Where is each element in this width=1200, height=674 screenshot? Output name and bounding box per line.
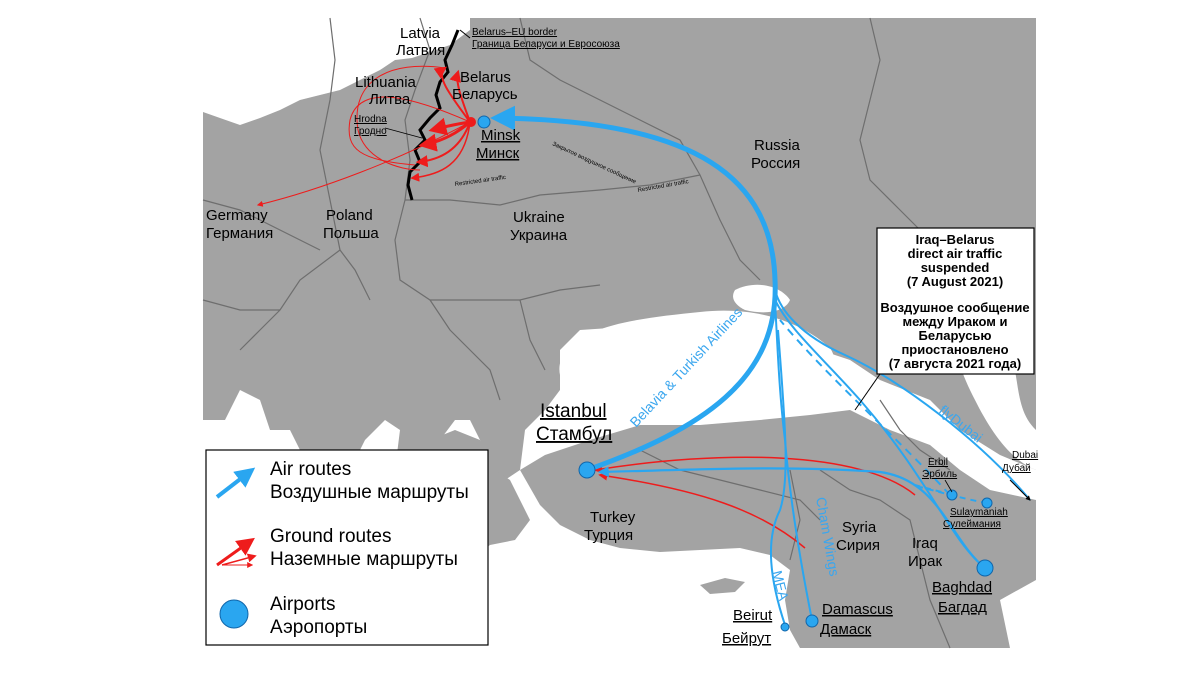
label-hrodna-en: Hrodna [354, 114, 387, 125]
label-mea: MEA [769, 569, 792, 603]
erbil-leader [944, 479, 953, 493]
route-baghdad-istanbul [597, 466, 986, 569]
label-border-ru: Граница Беларуси и Евросоюза [472, 39, 620, 50]
label-latvia-ru: Латвия [396, 42, 445, 59]
label-poland-ru: Польша [323, 225, 379, 242]
airport-damascus [805, 614, 819, 628]
legend-ground-icon [216, 537, 255, 567]
label-baghdad-ru: Багдад [938, 599, 987, 616]
legend-airports-en: Airports [270, 594, 335, 615]
notice-en-3: suspended [921, 260, 990, 275]
label-russia-en: Russia [754, 137, 801, 154]
route-erbil-dashed [779, 319, 951, 496]
legend-air-icon [215, 467, 256, 499]
label-iraq-ru: Ирак [908, 553, 942, 570]
label-russia-ru: Россия [751, 155, 800, 172]
label-hrodna-ru: Гродно [354, 126, 387, 137]
land-cyprus [700, 578, 745, 594]
border-label-leader [459, 29, 471, 39]
ground-routes [256, 65, 916, 549]
label-minsk-en: Minsk [481, 127, 521, 144]
notice-ru-3: Беларусью [918, 328, 991, 343]
label-sulaymaniah-ru: Сулеймания [943, 519, 1001, 530]
airport-baghdad [976, 559, 994, 577]
country-borders [202, 17, 951, 649]
airport-istanbul [578, 461, 596, 479]
label-germany-ru: Германия [206, 225, 273, 242]
notice-box: Iraq–Belarus direct air traffic suspende… [876, 227, 1035, 375]
label-erbil-ru: Эрбиль [922, 468, 957, 480]
label-iraq-en: Iraq [912, 535, 938, 552]
notice-en-2: direct air traffic [908, 246, 1003, 261]
legend: Air routes Воздушные маршруты Ground rou… [205, 449, 489, 646]
notice-ru-4: приостановлено [901, 342, 1008, 357]
legend-ground-ru: Наземные маршруты [270, 549, 458, 570]
label-istanbul-ru: Стамбул [536, 424, 612, 445]
land-north [203, 18, 1036, 480]
label-latvia-en: Latvia [400, 25, 441, 42]
sea-gulf [1000, 580, 1036, 648]
notice-leader [854, 373, 881, 411]
label-dubai-en: Dubai [1012, 450, 1038, 461]
label-lithuania-en: Lithuania [355, 74, 417, 91]
notice-ru-1: Воздушное сообщение [880, 300, 1029, 315]
legend-air-ru: Воздушные маршруты [270, 482, 469, 503]
minsk-ground-hub [466, 117, 476, 127]
airport-sulaymaniah [981, 497, 993, 509]
label-istanbul-en: Istanbul [540, 401, 607, 422]
label-lithuania-ru: Литва [369, 91, 411, 108]
route-mea [769, 329, 787, 626]
label-ukraine-en: Ukraine [513, 209, 565, 226]
label-syria-ru: Сирия [836, 537, 880, 554]
label-germany-en: Germany [206, 207, 268, 224]
label-beirut-ru: Бейрут [722, 630, 771, 647]
label-baghdad-en: Baghdad [932, 579, 992, 596]
label-poland-en: Poland [326, 207, 373, 224]
label-dubai-ru: Дубай [1002, 462, 1031, 474]
legend-ground-en: Ground routes [270, 526, 391, 547]
airports [477, 115, 994, 632]
airport-erbil [946, 489, 958, 501]
legend-air-en: Air routes [270, 459, 351, 480]
label-ukraine-ru: Украина [510, 227, 568, 244]
notice-en-4: (7 August 2021) [907, 274, 1003, 289]
label-syria-en: Syria [842, 519, 877, 536]
route-belavia-turkish [490, 105, 778, 473]
label-border-en: Belarus–EU border [472, 27, 558, 38]
label-damascus-ru: Дамаск [820, 621, 872, 638]
legend-airports-ru: Аэропорты [270, 617, 367, 638]
label-damascus-en: Damascus [822, 601, 893, 618]
route-flydubai [774, 289, 1031, 501]
label-beirut-en: Beirut [733, 607, 773, 624]
label-belarus-ru: Беларусь [452, 86, 518, 103]
label-erbil-en: Erbil [928, 457, 948, 468]
notice-ru-2: между Ираком и [903, 314, 1008, 329]
hrodna-leader [384, 127, 423, 139]
label-minsk-ru: Минск [476, 145, 520, 162]
label-sulaymaniah-en: Sulaymaniah [950, 507, 1008, 518]
notice-ru-5: (7 августа 2021 года) [889, 356, 1022, 371]
label-belarus-en: Belarus [460, 69, 511, 86]
notice-en-1: Iraq–Belarus [916, 232, 995, 247]
label-turkey-ru: Турция [584, 527, 633, 544]
sea-baltic [203, 18, 470, 125]
dubai-arrow [1009, 479, 1031, 501]
airport-minsk [477, 115, 491, 129]
label-turkey-en: Turkey [590, 509, 636, 526]
airport-beirut [780, 622, 790, 632]
air-routes [490, 105, 1031, 626]
legend-airport-icon [219, 599, 249, 629]
